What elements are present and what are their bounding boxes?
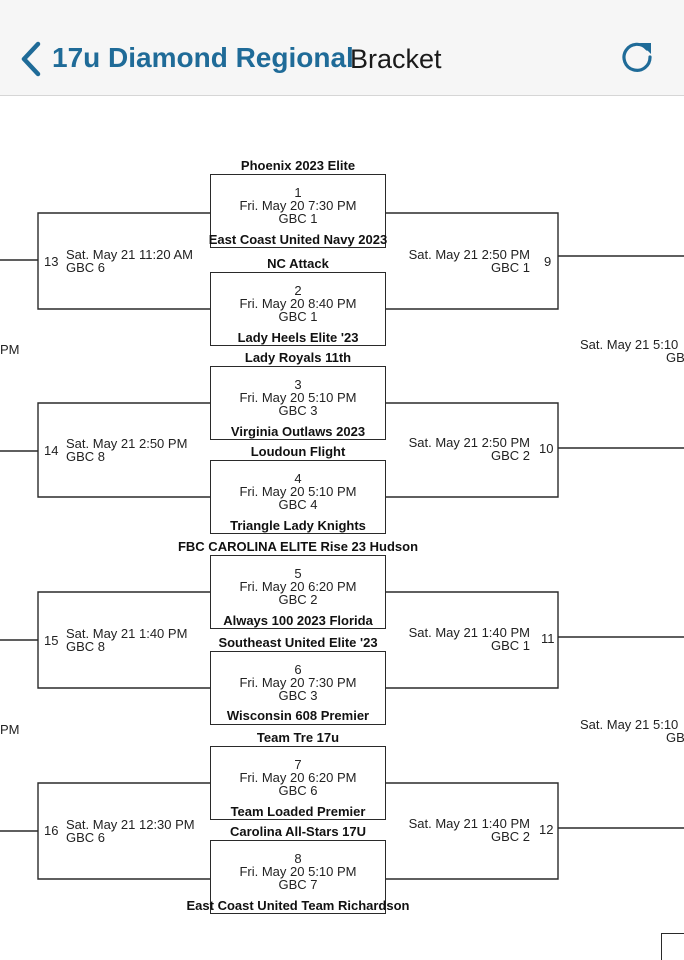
team-name[interactable]: NC Attack [267,256,329,271]
game-field: GBC 7 [278,877,318,892]
nav-header: 17u Diamond Regional Bracket [0,0,684,96]
game-date: Fri. May 20 7:30 PM [239,198,357,213]
round-game-field: GBC 8 [66,449,106,464]
round-game-field: GBC 6 [66,830,106,845]
game-box-3[interactable]: 3 Fri. May 20 5:10 PM GBC 3 [210,366,386,440]
round-game-field: GBC 8 [66,639,106,654]
game-number: 7 [294,757,302,772]
team-name[interactable]: East Coast United Team Richardson [186,898,410,913]
game-box-4[interactable]: 4 Fri. May 20 5:10 PM GBC 4 [210,460,386,534]
team-name[interactable]: East Coast United Navy 2023 [208,232,388,247]
round-game-time: PM [0,342,20,357]
game-number: 5 [294,566,302,581]
team-name[interactable]: Southeast United Elite '23 [218,635,378,650]
team-name[interactable]: Carolina All-Stars 17U [229,824,367,839]
game-field: GBC 4 [278,497,318,512]
game-box-partial[interactable] [661,933,684,960]
round-game-date: Sat. May 21 11:20 AM [66,247,193,262]
game-field: GBC 1 [278,211,318,226]
round-game-number: 16 [44,823,59,838]
round-game-number: 9 [544,254,552,269]
tournament-title[interactable]: 17u Diamond Regional [52,42,354,73]
game-date: Fri. May 20 5:10 PM [239,864,357,879]
game-field: GBC 6 [278,783,318,798]
team-name[interactable]: Virginia Outlaws 2023 [230,424,366,439]
round-game-date: Sat. May 21 2:50 PM [66,436,188,451]
game-number: 4 [294,471,302,486]
team-name[interactable]: Always 100 2023 Florida [223,613,373,628]
game-field: GBC 2 [278,592,318,607]
round-game-field: GB [666,350,684,365]
team-name[interactable]: Phoenix 2023 Elite [240,158,356,173]
round-game-number: 12 [539,822,554,837]
team-name[interactable]: FBC CAROLINA ELITE Rise 23 Hudson [177,539,419,554]
team-name[interactable]: Loudoun Flight [250,444,346,459]
round-game-field: GBC 2 [490,829,530,844]
round-game-date: Sat. May 21 5:10 [580,717,679,732]
round-game-date: Sat. May 21 2:50 PM [408,435,530,450]
game-date: Fri. May 20 8:40 PM [239,296,357,311]
round-game-number: 14 [44,443,59,458]
round-game-date: Sat. May 21 5:10 [580,337,679,352]
round-game-number: 10 [539,441,554,456]
game-number: 2 [294,283,302,298]
game-box-6[interactable]: 6 Fri. May 20 7:30 PM GBC 3 [210,651,386,725]
round-game-date: Sat. May 21 1:40 PM [408,816,530,831]
team-name[interactable]: Lady Heels Elite '23 [237,330,359,345]
bracket-view[interactable]: Phoenix 2023 Elite 1 Fri. May 20 7:30 PM… [0,97,684,960]
round-game-date: Sat. May 21 2:50 PM [408,247,530,262]
round-game-number: 11 [541,631,555,646]
game-number: 1 [294,185,302,200]
game-date: Fri. May 20 5:10 PM [239,390,357,405]
game-field: GBC 1 [278,309,318,324]
game-field: GBC 3 [278,403,318,418]
team-name[interactable]: Lady Royals 11th [244,350,352,365]
game-box-1[interactable]: 1 Fri. May 20 7:30 PM GBC 1 [210,174,386,248]
round-game-field: GBC 2 [490,448,530,463]
game-date: Fri. May 20 6:20 PM [239,579,357,594]
round-game-field: GBC 1 [490,638,530,653]
round-game-date: Sat. May 21 12:30 PM [66,817,195,832]
game-box-8[interactable]: 8 Fri. May 20 5:10 PM GBC 7 [210,840,386,914]
round-game-field: GBC 6 [66,260,106,275]
game-field: GBC 3 [278,688,318,703]
team-name[interactable]: Team Tre 17u [256,730,340,745]
game-number: 6 [294,662,302,677]
game-box-2[interactable]: 2 Fri. May 20 8:40 PM GBC 1 [210,272,386,346]
round-game-time: PM [0,722,20,737]
team-name[interactable]: Wisconsin 608 Premier [226,708,370,723]
round-game-field: GB( [666,730,684,745]
round-game-field: GBC 1 [490,260,530,275]
game-number: 8 [294,851,302,866]
game-date: Fri. May 20 5:10 PM [239,484,357,499]
game-number: 3 [294,377,302,392]
bracket-lines [0,212,684,880]
team-name[interactable]: Team Loaded Premier [230,804,366,819]
page-title: Bracket [350,44,442,74]
refresh-icon[interactable] [618,40,656,78]
game-date: Fri. May 20 7:30 PM [239,675,357,690]
game-box-5[interactable]: 5 Fri. May 20 6:20 PM GBC 2 [210,555,386,629]
round-game-date: Sat. May 21 1:40 PM [408,625,530,640]
round-game-number: 13 [44,254,59,269]
game-date: Fri. May 20 6:20 PM [239,770,357,785]
game-box-7[interactable]: 7 Fri. May 20 6:20 PM GBC 6 [210,746,386,820]
chevron-left-icon[interactable] [18,40,44,78]
team-name[interactable]: Triangle Lady Knights [230,518,366,533]
round-game-number: 15 [44,633,59,648]
round-game-date: Sat. May 21 1:40 PM [66,626,188,641]
